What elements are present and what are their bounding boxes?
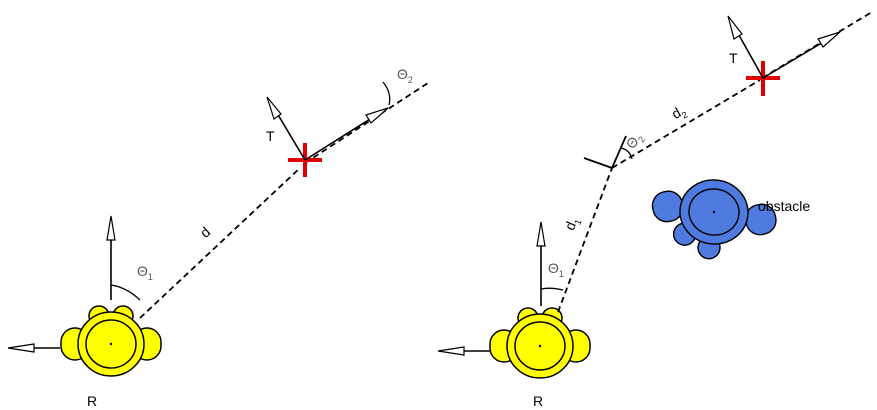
target-label-left: T bbox=[266, 128, 275, 144]
distance2-label: d2 bbox=[669, 102, 690, 125]
target-right bbox=[746, 61, 780, 96]
angle2-sub-left: 2 bbox=[408, 75, 413, 85]
robot-label-right: R bbox=[533, 393, 543, 409]
robot-r-left bbox=[60, 305, 162, 377]
distance2-sub: 2 bbox=[680, 109, 689, 120]
angle2-arc-left bbox=[382, 81, 391, 106]
target-t-arrow-right bbox=[727, 15, 764, 79]
angle2-arc-right bbox=[620, 147, 633, 160]
waypoint-marker bbox=[583, 135, 627, 170]
robot-label-left: R bbox=[87, 393, 97, 409]
distance2-line bbox=[611, 79, 761, 169]
angle1-arc-left bbox=[110, 284, 141, 301]
robot-heading-arrow bbox=[106, 215, 116, 300]
target-heading-arrow-left bbox=[304, 107, 389, 161]
angle1-sub-right: 1 bbox=[559, 269, 564, 279]
obstacle bbox=[641, 170, 786, 269]
obstacle-label: obstacle bbox=[758, 198, 810, 214]
distance1-sub: 1 bbox=[572, 218, 583, 226]
robot-side-arrow-right bbox=[437, 346, 490, 356]
robot-side-arrow bbox=[7, 343, 60, 353]
right-panel: R Θ1 d1 Θ 2 d2 obstacle bbox=[437, 11, 873, 409]
distance-line-left bbox=[139, 167, 301, 319]
left-panel: R Θ1 d T Θ2 bbox=[7, 66, 429, 409]
angle1-label-right: Θ1 bbox=[548, 260, 564, 279]
angle1-arc-right bbox=[540, 287, 564, 291]
robot-r-right bbox=[489, 307, 591, 379]
angle1-sub-left: 1 bbox=[148, 272, 153, 282]
target-t-arrow-left bbox=[266, 96, 306, 161]
distance-label-left: d bbox=[197, 224, 214, 241]
angle2-symbol-left: Θ bbox=[397, 66, 408, 82]
angle2-label-left: Θ2 bbox=[397, 66, 413, 85]
angle2-sub-right: 2 bbox=[636, 135, 647, 145]
angle1-symbol-left: Θ bbox=[137, 263, 148, 279]
distance1-label: d1 bbox=[561, 214, 583, 233]
distance1-line bbox=[557, 167, 613, 313]
angle1-label-left: Θ1 bbox=[137, 263, 153, 282]
robot-heading-arrow-right bbox=[536, 221, 546, 306]
target-label-right: T bbox=[729, 50, 738, 66]
angle1-symbol-right: Θ bbox=[548, 260, 559, 276]
target-heading-arrow-right bbox=[762, 31, 841, 79]
extension-line-left bbox=[304, 82, 429, 164]
